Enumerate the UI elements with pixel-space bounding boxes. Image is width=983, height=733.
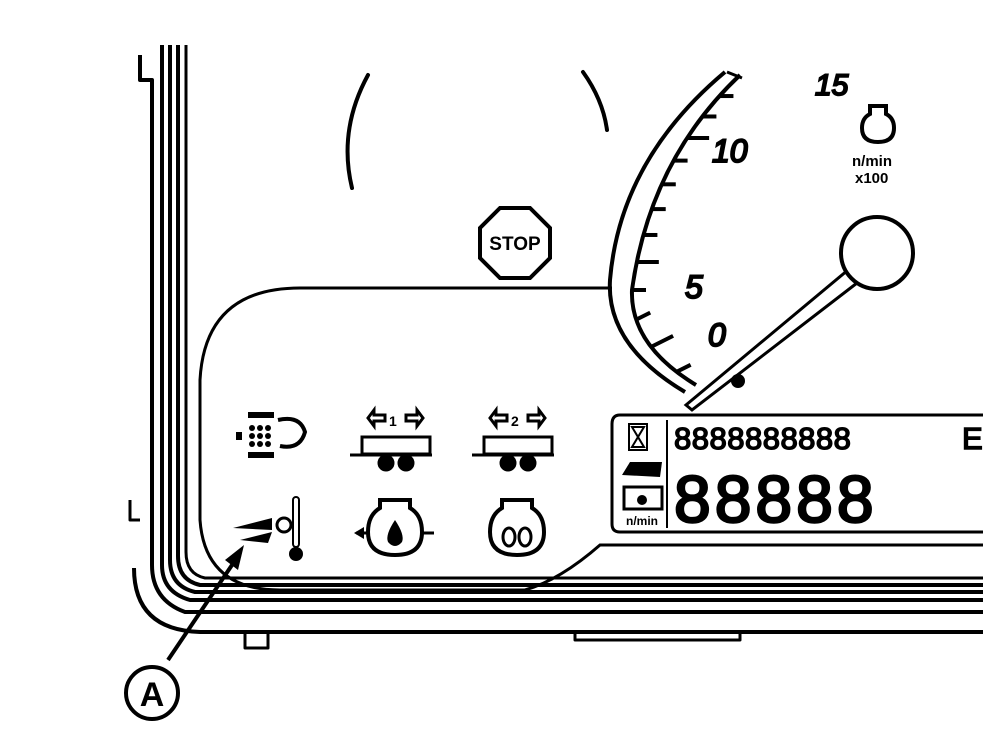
indicator-hydraulic-oil-filter [236,412,308,458]
callout-a-label: A [140,676,165,714]
transmission-oil-temperature-icon [233,496,303,561]
indicator-engine-air-filter [487,498,547,558]
auxiliary-gauge-arcs [345,70,609,190]
stop-label: STOP [489,234,541,255]
indicator-transmission-oil-temperature [233,496,303,561]
housing-frame [128,45,983,650]
lcd-display: n/min 8888888888 E 88888 [610,413,983,537]
lcd-rpm-unit: n/min [626,514,658,528]
tachometer-label-15: 15 [815,69,849,102]
fuel-level-icon [622,462,662,477]
engine-icon [859,104,897,145]
trailer-brake-2-icon: 2 [472,405,554,472]
lcd-bottom-row: 88888 [674,462,878,536]
indicator-trailer-brake-1: 1 [350,405,432,472]
tachometer-outer-rim [607,70,727,394]
tachometer-needle [683,215,915,412]
warning-panel-bezel [198,286,983,592]
svg-text:2: 2 [511,413,519,429]
lcd-top-row-partial: E [962,421,983,456]
tachometer-scale-arc [629,73,742,387]
engine-oil-pressure-icon [354,498,434,558]
tachometer-ticks [632,94,734,374]
engine-rpm-icon [622,485,664,511]
svg-text:1: 1 [389,413,397,429]
hourglass-icon [628,423,648,451]
tachometer-tick [635,310,652,322]
tachometer-tick [650,334,674,349]
indicator-engine-oil-pressure [354,498,434,558]
hydraulic-oil-filter-icon [236,412,308,458]
lcd-top-row: 8888888888 [674,421,851,456]
tachometer-label-10: 10 [712,133,748,169]
stop-warning-light: STOP [478,206,552,280]
tachometer-label-5: 5 [685,269,703,305]
engine-air-filter-icon [487,498,547,558]
tachometer: 0 5 10 15 n/min x100 [607,68,915,412]
tachometer-label-0: 0 [708,317,726,353]
rpm-unit-label: n/min [852,153,892,170]
indicator-trailer-brake-2: 2 [472,405,554,472]
tachometer-tick [675,363,692,374]
callout-a: A [124,545,244,721]
rpm-multiplier-label: x100 [855,170,888,187]
trailer-brake-1-icon: 1 [350,405,432,472]
